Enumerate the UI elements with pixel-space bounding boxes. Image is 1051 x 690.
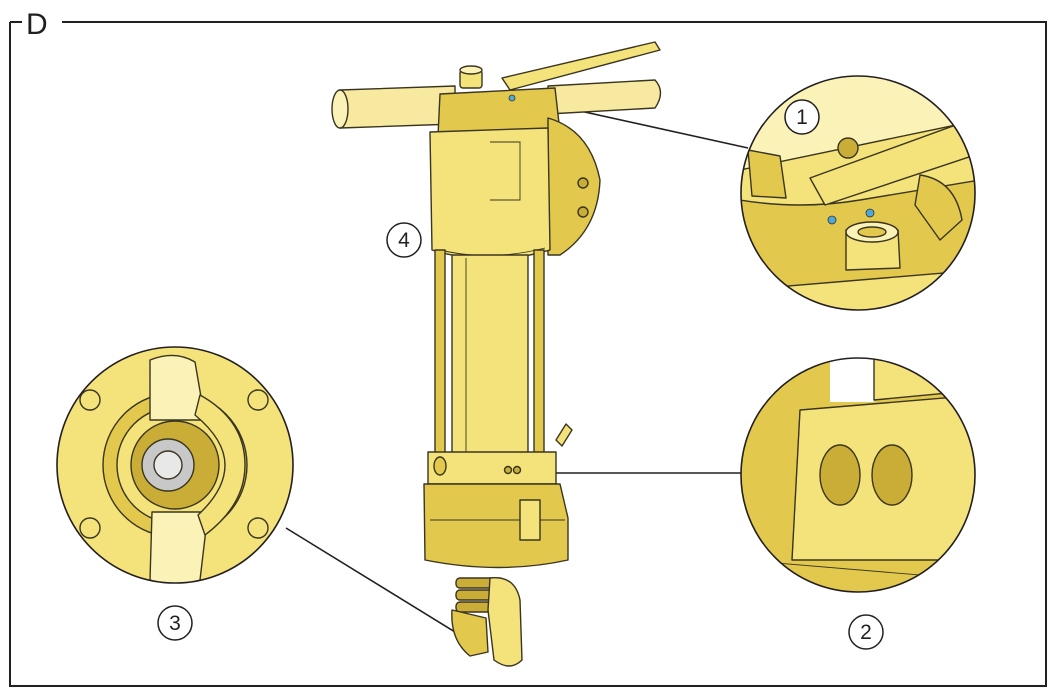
callout-2-marker [848,614,884,650]
detail-1-border [740,75,976,311]
callout-1-number: 1 [796,106,808,129]
callout-3-number: 3 [169,612,181,635]
retainer-latch [487,576,523,667]
detail-2-clamp-holes: 2 [740,357,976,650]
leader-line-3 [285,527,469,641]
callout-2-number: 2 [860,621,872,644]
frame: D [9,8,1047,687]
main-cylinder [451,254,529,456]
callout-3-marker [157,605,193,641]
breaker-tool [331,41,662,667]
valve-housing [547,117,601,256]
lower-clamp [427,451,557,485]
callout-4-marker [386,222,422,258]
right-grip [547,79,662,115]
detail-3-front-retainer: 3 [56,346,294,641]
callout-4-number: 4 [398,229,410,252]
cylinder-head [429,127,551,260]
tie-rod-left [434,249,446,461]
detail-1-handle-valve: 1 [740,75,976,311]
tie-rod-right [533,249,545,461]
throttle-lever [501,41,661,91]
frame-border [9,21,1047,687]
callout-1-marker [784,99,820,135]
front-head [423,483,569,569]
detail-2-border [740,357,976,593]
callout-4: 4 [386,222,422,258]
detail-3-border [56,346,294,584]
left-grip [332,85,456,129]
frame-letter: D [26,8,48,41]
